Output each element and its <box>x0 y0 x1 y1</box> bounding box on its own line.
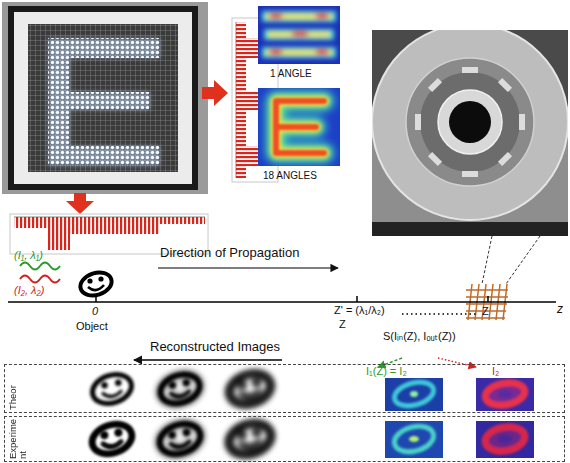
heatmap-eighteen-angles <box>258 88 340 166</box>
annotation-label: I₂ <box>492 365 499 378</box>
annotation-label: I₁(Z) = I₂ <box>366 365 407 378</box>
object-face <box>76 267 116 300</box>
annotation-label: Z <box>482 305 489 318</box>
reconstructed-image <box>89 368 275 410</box>
mesh-photo <box>2 2 208 194</box>
annotation-label: Object <box>76 320 108 333</box>
annotation-label: 1 ANGLE <box>270 68 312 80</box>
wave-symbol <box>20 263 60 283</box>
annotation-label: Reconstructed Images <box>150 340 280 355</box>
reconstructed-image <box>88 418 275 460</box>
annotation-label: (I₁, λ₁) <box>14 249 43 262</box>
row-box: Theor <box>4 364 565 413</box>
projection-arrow <box>66 80 228 214</box>
zoom-line <box>482 236 540 284</box>
annotation-label: 0 <box>92 305 98 318</box>
heatmap-one-angle <box>258 6 340 64</box>
row-box: Experime nt <box>4 416 565 462</box>
row-label: Theor <box>8 367 18 410</box>
sem-fiber-image <box>372 30 568 236</box>
annotation-label: Z <box>339 318 346 331</box>
intensity-image <box>385 378 534 458</box>
annotation-label: z <box>557 303 563 317</box>
annotation-label: Direction of Propagation <box>160 246 299 261</box>
annotation-label: Z' = (λ₁/λ₂) <box>334 304 385 317</box>
annotation-label: (I₂, λ₂) <box>14 284 44 297</box>
annotation-label: 18 ANGLES <box>263 170 317 182</box>
annotation-label: S(Iᵢₙ(Z), Iₒᵤₜ(Z)) <box>383 330 473 343</box>
row-label: Experime nt <box>8 419 29 459</box>
reconstruction-arrow <box>134 360 282 361</box>
projection-histogram <box>10 18 278 254</box>
propagation-axis <box>8 268 556 314</box>
